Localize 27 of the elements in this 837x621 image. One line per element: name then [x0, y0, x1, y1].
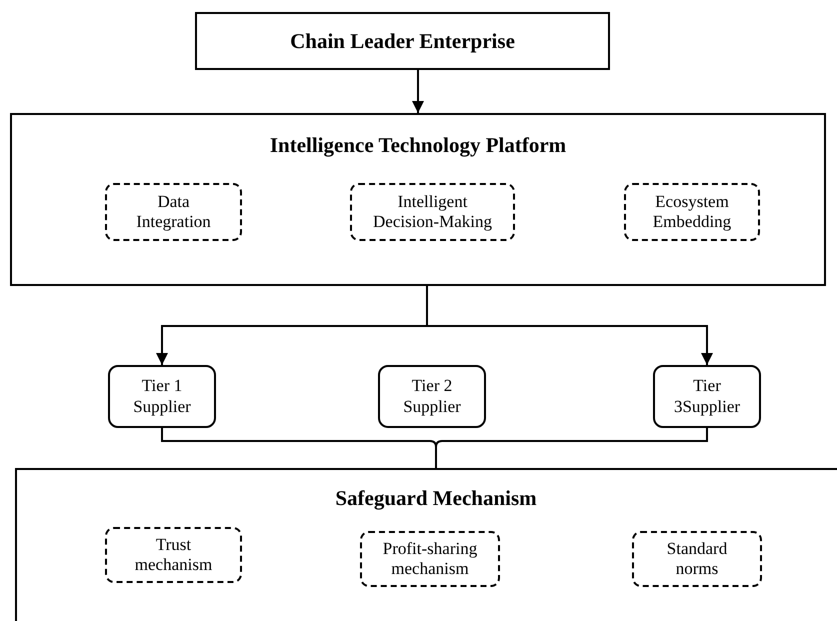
supplier-box [653, 365, 761, 428]
heading: Chain Leader Enterprise [290, 28, 515, 54]
platform-panel [15, 468, 837, 621]
box-label: Trust mechanism [134, 534, 214, 576]
dashed-box [105, 527, 242, 583]
box-label: Ecosystem Embedding [652, 192, 732, 232]
enterprise-box [195, 12, 610, 70]
box-label: Tier 3Supplier [672, 376, 742, 417]
dashed-box [105, 183, 242, 241]
heading: Safeguard Mechanism [335, 485, 537, 511]
arrow [412, 70, 424, 113]
box-label: Data Integration [135, 192, 212, 232]
heading: Intelligence Technology Platform [270, 132, 566, 158]
platform-panel [10, 113, 826, 286]
box-label: Tier 1 Supplier [132, 376, 192, 417]
box-label: Standard norms [666, 538, 728, 580]
box-label: Intelligent Decision-Making [372, 192, 493, 232]
dashed-box [632, 531, 762, 587]
bracket-line [435, 428, 708, 468]
supplier-box [108, 365, 216, 428]
arrow [426, 286, 713, 365]
dashed-box [350, 183, 515, 241]
supplier-box [378, 365, 486, 428]
box-label: Tier 2 Supplier [402, 376, 462, 417]
dashed-box [624, 183, 760, 241]
dashed-box [360, 531, 500, 587]
box-label: Profit-sharing mechanism [382, 538, 478, 580]
